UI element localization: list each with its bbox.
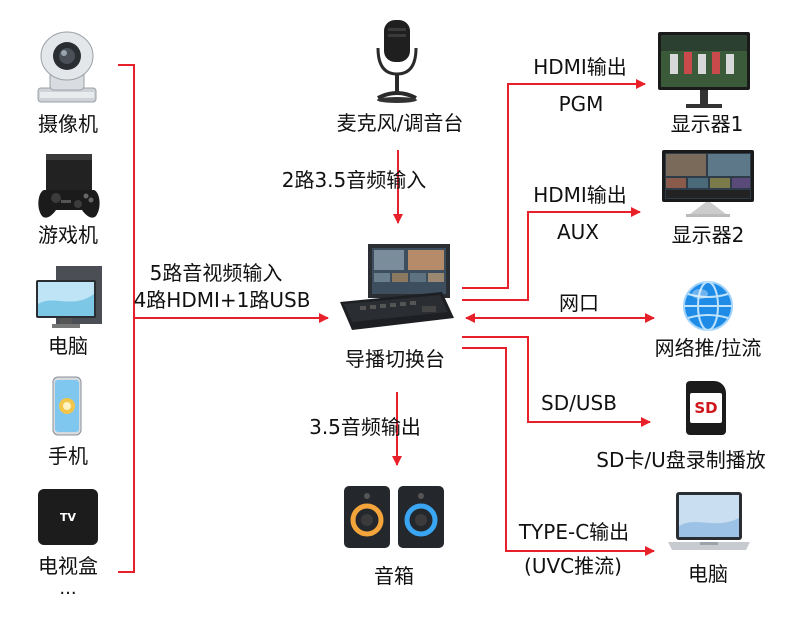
output-1-device-label: 显示器1 (670, 112, 744, 136)
output-2-device-label: 显示器2 (671, 223, 745, 247)
output-3-top-label: 网口 (559, 291, 599, 315)
monitor-pc-icon (36, 266, 102, 328)
pgm-output-line (462, 79, 646, 289)
mic-link-label: 2路3.5音频输入 (281, 168, 427, 192)
output-4-top-label: SD/USB (541, 391, 617, 415)
sd-output-line (462, 336, 651, 427)
sd-card-icon: SD (686, 381, 726, 435)
input-link-label-1: 5路音视频输入 (149, 261, 283, 285)
typec-output-line (462, 347, 655, 556)
mic-label: 麦克风/调音台 (336, 111, 464, 135)
input-label-camera: 摄像机 (38, 112, 98, 136)
globe-network-icon (683, 281, 733, 331)
input-label-console: 游戏机 (38, 223, 98, 247)
ptz-camera-icon (37, 31, 97, 103)
output-4-device-label: SD卡/U盘录制播放 (596, 448, 766, 472)
smartphone-icon (52, 376, 82, 436)
input-more-ellipsis: ... (59, 578, 77, 599)
tv-box-icon: TV (38, 489, 98, 545)
output-5-device-label: 电脑 (688, 562, 728, 586)
monitor-1-icon (658, 32, 750, 108)
game-console-icon (38, 154, 100, 218)
input-link-label-2: 4路HDMI+1路USB (133, 288, 311, 312)
input-label-phone: 手机 (48, 444, 88, 468)
output-3-device-label: 网络推/拉流 (654, 336, 762, 360)
microphone-icon (376, 20, 418, 103)
output-5-bottom-label: (UVC推流) (524, 554, 622, 578)
tv-box-badge: TV (59, 511, 77, 524)
output-1-top-label: HDMI输出 (533, 55, 627, 79)
output-2-top-label: HDMI输出 (533, 183, 627, 207)
input-label-pc: 电脑 (48, 334, 88, 358)
output-2-bottom-label: AUX (556, 220, 600, 244)
switcher-label: 导播切换台 (345, 347, 445, 371)
monitor-2-icon (662, 150, 754, 217)
speaker-icon (344, 486, 444, 548)
output-1-bottom-label: PGM (558, 92, 604, 116)
sd-card-badge: SD (694, 399, 718, 417)
switcher-device-icon (340, 244, 454, 330)
speaker-link-label: 3.5音频输出 (309, 415, 421, 439)
input-label-tvbox: 电视盒 (38, 554, 98, 578)
aux-output-line (462, 207, 641, 301)
input-bus-line (118, 64, 135, 573)
output-5-top-label: TYPE-C输出 (518, 520, 630, 544)
speaker-label: 音箱 (374, 564, 414, 588)
laptop-icon (668, 492, 750, 550)
